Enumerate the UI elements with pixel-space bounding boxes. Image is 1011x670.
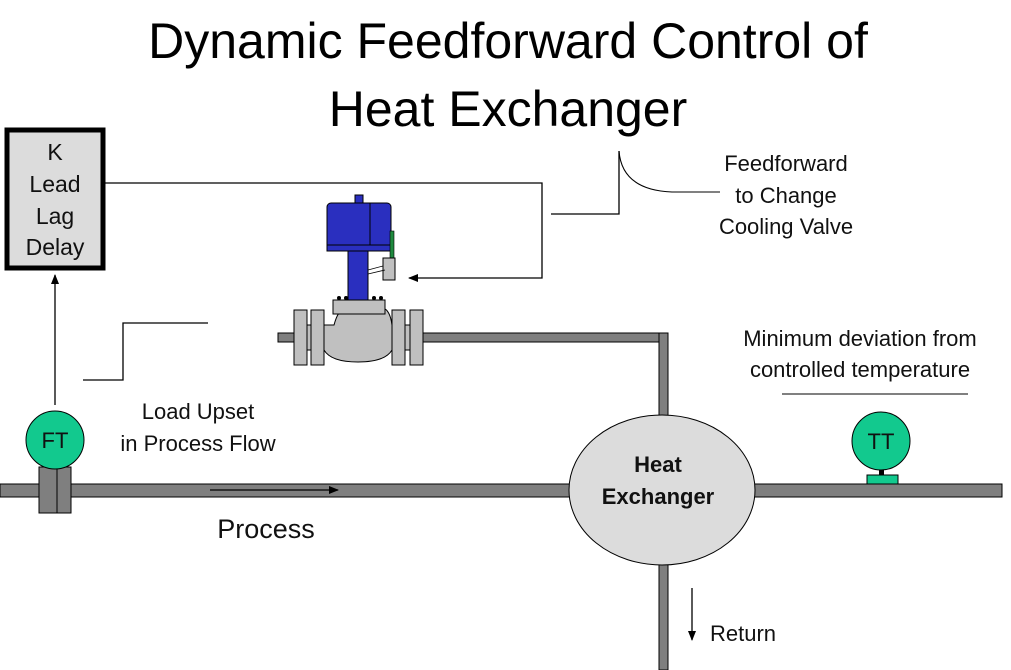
- temperature-transmitter[interactable]: TT: [851, 411, 911, 485]
- heat-exchanger[interactable]: Heat Exchanger: [568, 414, 756, 566]
- min-deviation-annotation-2: controlled temperature: [750, 357, 970, 382]
- load-upset-annotation-1: Load Upset: [142, 399, 255, 424]
- feedforward-annotation-2: to Change: [735, 183, 837, 208]
- feedforward-annotation-3: Cooling Valve: [719, 214, 853, 239]
- feedforward-signal-line: [105, 182, 543, 282]
- controller-lead-label: Lead: [29, 171, 80, 197]
- process-label: Process: [217, 514, 315, 544]
- temperature-transmitter-label: TT: [868, 429, 895, 454]
- load-upset-annotation-2: in Process Flow: [120, 431, 275, 456]
- heat-exchanger-label-1: Heat: [634, 452, 682, 477]
- min-deviation-annotation-1: Minimum deviation from: [743, 326, 977, 351]
- heat-exchanger-label-2: Exchanger: [602, 484, 715, 509]
- feedforward-response-curve: [618, 150, 720, 193]
- return-pipe: [658, 554, 669, 670]
- controller-delay-label: Delay: [26, 234, 85, 260]
- flow-transmitter-label: FT: [42, 428, 69, 453]
- feedforward-step-icon: [551, 151, 620, 215]
- flow-element: [38, 466, 72, 514]
- controller-box: K Lead Lag Delay: [4, 127, 106, 271]
- return-label: Return: [710, 621, 776, 646]
- feedforward-annotation-1: Feedforward: [724, 151, 848, 176]
- process-pipe: [0, 483, 1003, 498]
- controller-lag-label: Lag: [36, 203, 74, 229]
- load-upset-step-icon: [83, 322, 208, 381]
- cooling-control-valve[interactable]: [293, 194, 424, 366]
- title-line-2: Heat Exchanger: [329, 81, 688, 137]
- title-line-1: Dynamic Feedforward Control of: [148, 13, 868, 69]
- flow-transmitter[interactable]: FT: [25, 410, 85, 470]
- controller-gain-label: K: [47, 139, 63, 165]
- cooling-supply-pipe: [277, 332, 669, 444]
